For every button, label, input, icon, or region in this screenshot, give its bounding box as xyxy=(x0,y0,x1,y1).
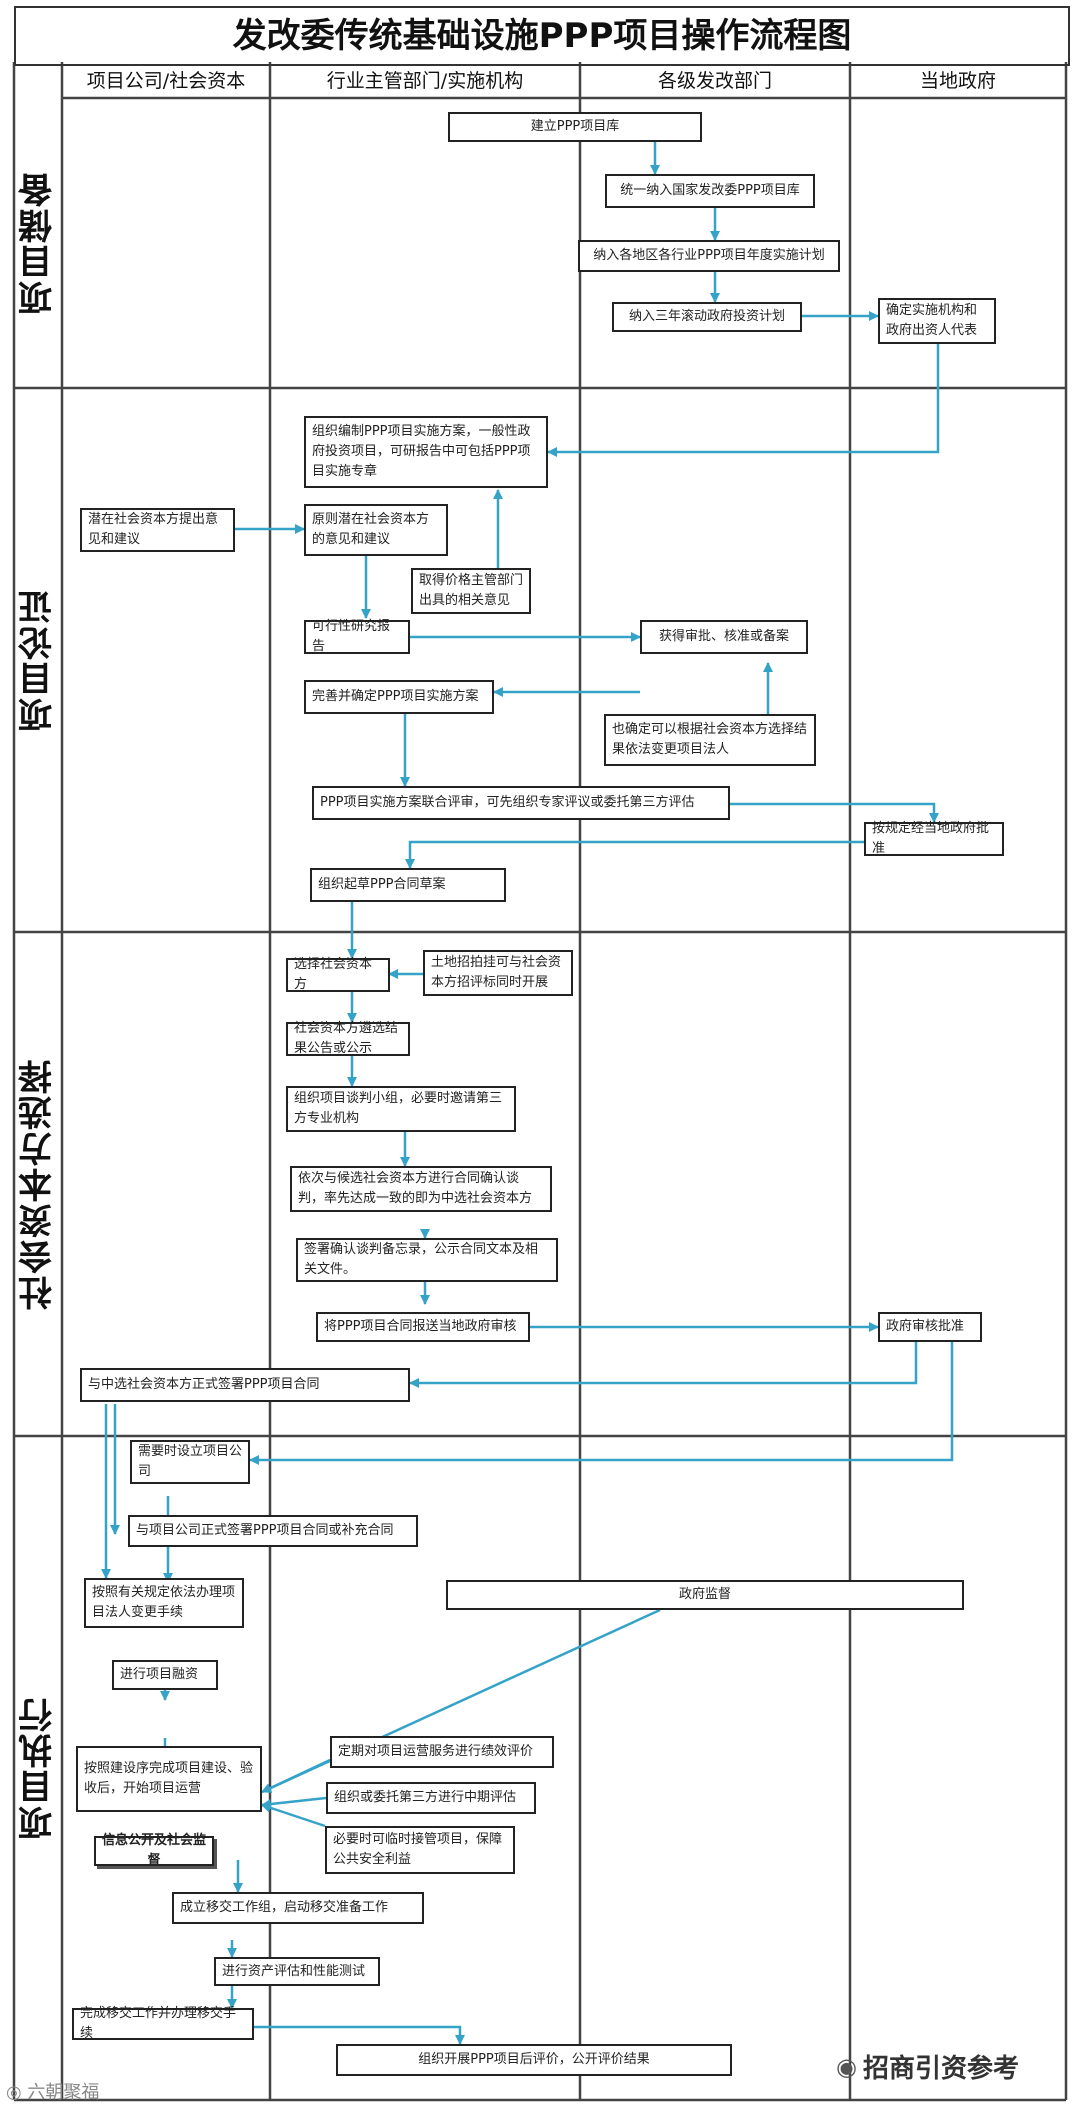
node-ndrc-library: 统一纳入国家发改委PPP项目库 xyxy=(605,174,815,208)
node-land-auction: 土地招拍挂可与社会资本方招评标同时开展 xyxy=(423,950,573,996)
node-feasibility-report: 可行性研究报告 xyxy=(304,619,410,654)
node-gov-supervision: 政府监督 xyxy=(446,1580,964,1610)
node-public-supervision: 信息公开及社会监督 xyxy=(94,1833,214,1868)
node-select-capital: 选择社会资本方 xyxy=(286,957,390,992)
node-implementing-agency: 确定实施机构和政府出资人代表 xyxy=(878,298,996,344)
node-sign-ppp-contract: 与中选社会资本方正式签署PPP项目合同 xyxy=(80,1368,410,1402)
node-prepare-plan: 组织编制PPP项目实施方案，一般性政府投资项目，可研报告中可包括PPP项目实施专… xyxy=(304,416,548,488)
node-three-year-plan: 纳入三年滚动政府投资计划 xyxy=(612,302,802,332)
node-gov-review: 政府审核批准 xyxy=(878,1312,982,1342)
node-complete-transfer: 完成移交工作并办理移交手续 xyxy=(72,2006,254,2041)
node-supplementary-contract: 与项目公司正式签署PPP项目合同或补充合同 xyxy=(128,1515,418,1547)
node-price-opinion: 取得价格主管部门出具的相关意见 xyxy=(411,568,531,614)
node-setup-company: 需要时设立项目公司 xyxy=(130,1440,250,1484)
node-joint-review: PPP项目实施方案联合评审，可先组织专家评议或委托第三方评估 xyxy=(312,786,730,820)
watermark-right: ◉ 招商引资参考 xyxy=(836,2048,1019,2085)
node-change-legal-entity: 也确定可以根据社会资本方选择结果依法变更项目法人 xyxy=(604,714,816,766)
node-approval: 获得审批、核准或备案 xyxy=(640,620,808,654)
node-draft-contract: 组织起草PPP合同草案 xyxy=(310,868,506,902)
node-annual-plan: 纳入各地区各行业PPP项目年度实施计划 xyxy=(578,240,840,272)
node-construction-operation: 按照建设序完成项目建设、验收后，开始项目运营 xyxy=(76,1746,262,1812)
column-header-industry-dept: 行业主管部门/实施机构 xyxy=(326,70,524,92)
chart-title: 发改委传统基础设施PPP项目操作流程图 xyxy=(14,6,1070,66)
node-sign-memo: 签署确认谈判备忘录，公示合同文本及相关文件。 xyxy=(296,1238,558,1282)
column-header-local-gov: 当地政府 xyxy=(919,70,996,92)
node-potential-suggestions: 潜在社会资本方提出意见和建议 xyxy=(80,508,235,552)
node-post-evaluation: 组织开展PPP项目后评价，公开评价结果 xyxy=(336,2044,732,2076)
watermark-left: ◎ 六朝聚福 xyxy=(6,2082,100,2103)
node-result-announcement: 社会资本方遴选结果公告或公示 xyxy=(286,1021,410,1056)
node-build-ppp-library: 建立PPP项目库 xyxy=(448,112,702,142)
node-midterm-evaluation: 组织或委托第三方进行中期评估 xyxy=(326,1782,536,1814)
watermark-right-label: 招商引资参考 xyxy=(862,2054,1019,2084)
node-financing: 进行项目融资 xyxy=(112,1660,218,1690)
node-finalize-plan: 完善并确定PPP项目实施方案 xyxy=(304,680,494,714)
node-transfer-team: 成立移交工作组，启动移交准备工作 xyxy=(172,1892,424,1924)
node-submit-contract: 将PPP项目合同报送当地政府审核 xyxy=(316,1312,530,1342)
node-solicit-opinions: 原则潜在社会资本方的意见和建议 xyxy=(304,504,448,556)
node-legal-entity-change: 按照有关规定依法办理项目法人变更手续 xyxy=(84,1578,244,1628)
node-negotiation-team: 组织项目谈判小组，必要时邀请第三方专业机构 xyxy=(286,1086,516,1132)
node-performance-evaluation: 定期对项目运营服务进行绩效评价 xyxy=(330,1736,554,1768)
column-header-ndrc: 各级发改部门 xyxy=(657,70,772,92)
node-temporary-takeover: 必要时可临时接管项目，保障公共安全利益 xyxy=(325,1826,515,1874)
wechat-icon: ◉ xyxy=(836,2052,857,2081)
node-gov-approval: 按规定经当地政府批准 xyxy=(864,821,1004,856)
column-header-social-capital: 项目公司/社会资本 xyxy=(86,70,246,92)
node-asset-evaluation: 进行资产评估和性能测试 xyxy=(214,1957,380,1986)
node-confirm-negotiation: 依次与候选社会资本方进行合同确认谈判，率先达成一致的即为中选社会资本方 xyxy=(290,1166,552,1212)
